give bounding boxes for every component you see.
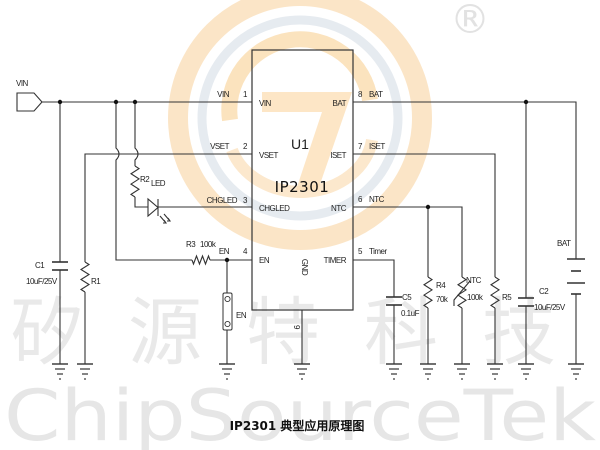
pin-4-net-label: EN: [219, 247, 230, 256]
diode-triangle-icon: [147, 197, 159, 218]
c1-value: 10uF/25V: [26, 277, 58, 286]
pin-9-name: GND: [300, 259, 309, 276]
thermistor-ntc: NTC 100k: [453, 276, 484, 309]
junction-dot: [132, 99, 138, 105]
pin-7-name: ISET: [330, 151, 346, 160]
resistor-zigzag: [129, 165, 141, 198]
battery-bat: BAT: [557, 239, 585, 295]
logo-center-mark: [262, 92, 352, 190]
resistor-zigzag: [191, 254, 211, 266]
ic-body: [251, 49, 354, 311]
c2-value: 10uF/25V: [534, 303, 566, 312]
r5-ref: R5: [502, 293, 512, 302]
logo-outer-ring: [168, 0, 432, 250]
wire-ntc: [353, 206, 463, 364]
pin-7-number: 7: [358, 142, 363, 151]
junction-dot: [224, 257, 230, 263]
wires: [42, 101, 577, 364]
registered-trademark-mark: ®: [450, 0, 490, 43]
resistor-r1: R1: [79, 261, 102, 293]
r4-ref: R4: [436, 281, 446, 290]
pin-7-net-label: ISET: [369, 142, 385, 151]
ic-part-number: IP2301: [275, 178, 330, 196]
capacitor-c2: C2 10uF/25V: [518, 287, 566, 312]
pin-2-net-label: VSET: [210, 142, 230, 151]
junction-dot: [523, 99, 529, 105]
junction-dot: [57, 99, 63, 105]
pin-8-name: BAT: [333, 99, 347, 108]
r1-ref: R1: [91, 277, 101, 286]
company-logo-watermark: [168, 0, 432, 250]
pin-6-number: 6: [358, 195, 363, 204]
brand-watermark-chinese: 矽源特科技: [10, 290, 600, 376]
pin-1-net-label: VIN: [217, 90, 230, 99]
ic-u1: U1 IP2301 VIN 1 VIN VSET 2 VSET CHGLED 3…: [207, 49, 388, 330]
battery-ref: BAT: [557, 239, 571, 248]
pin-1-number: 1: [243, 90, 248, 99]
junction-dot: [113, 99, 119, 105]
pin-6-net-label: NTC: [369, 195, 385, 204]
pin-6-name: NTC: [331, 204, 347, 213]
pin-1-name: VIN: [259, 99, 272, 108]
resistor-r4: R4 70k: [422, 276, 449, 309]
c5-value: 0.1uF: [401, 309, 420, 318]
wire-vset: [84, 153, 252, 364]
logo-gray-ring: [197, 15, 403, 221]
pin-3-name: CHGLED: [259, 204, 290, 213]
ic-reference: U1: [291, 136, 309, 152]
junction-dots: [57, 99, 529, 263]
pin-5-name: TIMER: [324, 256, 347, 265]
thermistor-slash-icon: [453, 280, 471, 306]
en-jumper-ref: EN: [236, 311, 247, 320]
wire-timer: [353, 259, 395, 364]
resistor-zigzag: [79, 261, 91, 293]
capacitor-c1: C1 10uF/25V: [26, 261, 68, 286]
r2-ref: R2: [140, 175, 150, 184]
c2-ref: C2: [539, 287, 549, 296]
led-ref: LED: [151, 179, 166, 188]
pin-9-number: 9: [292, 325, 301, 330]
ntc-value: 100k: [467, 293, 484, 302]
pin-5-net-label: Timer: [369, 247, 387, 256]
logo-lower-swoosh: [226, 138, 378, 198]
vin-input-port: VIN: [16, 79, 43, 112]
pin-2-name: VSET: [259, 151, 279, 160]
c1-ref: C1: [35, 261, 45, 270]
ntc-ref: NTC: [466, 276, 482, 285]
pin-2-number: 2: [243, 142, 248, 151]
pin-4-number: 4: [243, 247, 248, 256]
pin-3-number: 3: [243, 196, 248, 205]
resistor-zigzag: [489, 276, 501, 309]
pin-8-net-label: BAT: [369, 90, 383, 99]
resistor-zigzag: [422, 276, 434, 309]
r4-value: 70k: [436, 295, 449, 304]
junction-dot: [425, 204, 431, 210]
wire-bat: [353, 101, 577, 364]
wire-en-feed: [115, 102, 252, 261]
brand-watermark-english: ChipSourceTek: [4, 375, 597, 450]
diagram-title: IP2301 典型应用原理图: [230, 418, 365, 433]
pin-8-number: 8: [358, 90, 363, 99]
resistor-r5: R5: [489, 276, 513, 309]
vin-port-label: VIN: [16, 79, 29, 88]
logo-inner-swoosh: [221, 31, 378, 122]
resistor-zigzag: [456, 276, 468, 309]
light-emission-arrows-icon: [159, 213, 172, 224]
en-jumper: EN: [222, 292, 247, 331]
resistor-r2: R2: [129, 165, 151, 198]
r3-value: 100k: [200, 240, 217, 249]
r3-ref: R3: [186, 240, 196, 249]
port-arrow-icon: [16, 92, 43, 112]
resistor-r3: R3 100k: [186, 240, 217, 266]
pin-5-number: 5: [358, 247, 363, 256]
pin-4-name: EN: [259, 256, 270, 265]
wire-led-branch: [134, 102, 252, 208]
led-indicator: LED: [147, 179, 172, 224]
capacitor-c5: C5 0.1uF: [386, 293, 420, 318]
c5-ref: C5: [402, 293, 412, 302]
wire-iset: [353, 153, 496, 364]
pin-3-net-label: CHGLED: [207, 196, 238, 205]
